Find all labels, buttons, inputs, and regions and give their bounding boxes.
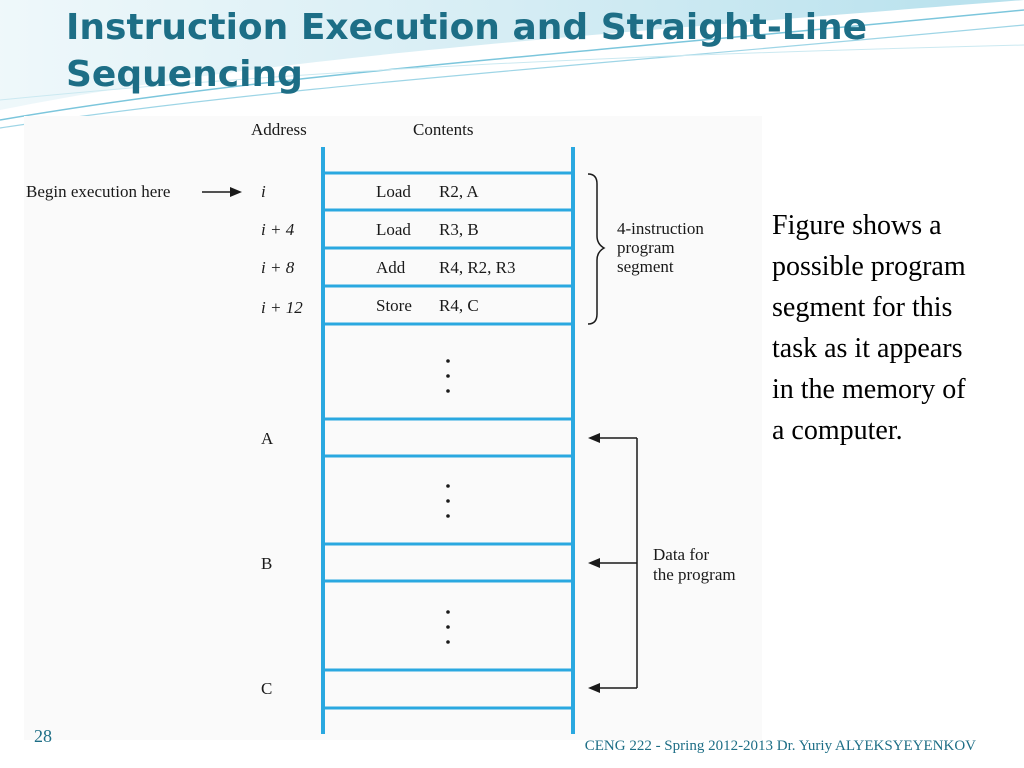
- row-operands: R3, B: [439, 220, 479, 239]
- diagram-background: [24, 116, 762, 740]
- row-operands: R4, C: [439, 296, 479, 315]
- row-operands: R4, R2, R3: [439, 258, 516, 277]
- data-label-line: Data for: [653, 545, 710, 564]
- row-opcode: Load: [376, 182, 411, 201]
- segment-label-line: segment: [617, 257, 674, 276]
- data-label-line: the program: [653, 565, 736, 584]
- contents-header: Contents: [413, 120, 473, 139]
- row-operands: R2, A: [439, 182, 479, 201]
- row-address: i + 12: [261, 298, 303, 317]
- row-opcode: Add: [376, 258, 406, 277]
- row-address: i + 4: [261, 220, 295, 239]
- memory-diagram: Address Contents Begin execution here i: [24, 116, 762, 740]
- header-wave-decoration: [0, 0, 1024, 129]
- row-address: i + 8: [261, 258, 295, 277]
- slide-footer: CENG 222 - Spring 2012-2013 Dr. Yuriy AL…: [584, 738, 976, 754]
- data-address-b: B: [261, 554, 272, 573]
- segment-label-line: 4-instruction: [617, 219, 704, 238]
- data-address-a: A: [261, 429, 274, 448]
- segment-label-line: program: [617, 238, 675, 257]
- figure-description: Figure shows a possible program segment …: [772, 210, 966, 446]
- data-bracket: [598, 437, 638, 689]
- address-header: Address: [251, 120, 307, 139]
- memory-word-dividers: [323, 171, 573, 710]
- begin-arrow: [202, 187, 242, 197]
- begin-execution-label: Begin execution here: [26, 182, 170, 201]
- slide-title: Instruction Execution and Straight-Line …: [66, 7, 868, 95]
- ellipsis-dots: [446, 359, 450, 644]
- segment-brace: [587, 173, 606, 325]
- row-opcode: Load: [376, 220, 411, 239]
- row-opcode: Store: [376, 296, 412, 315]
- slide-number: 28: [34, 726, 52, 746]
- data-address-c: C: [261, 679, 272, 698]
- data-arrowheads: [588, 433, 600, 693]
- row-address: i: [261, 182, 266, 201]
